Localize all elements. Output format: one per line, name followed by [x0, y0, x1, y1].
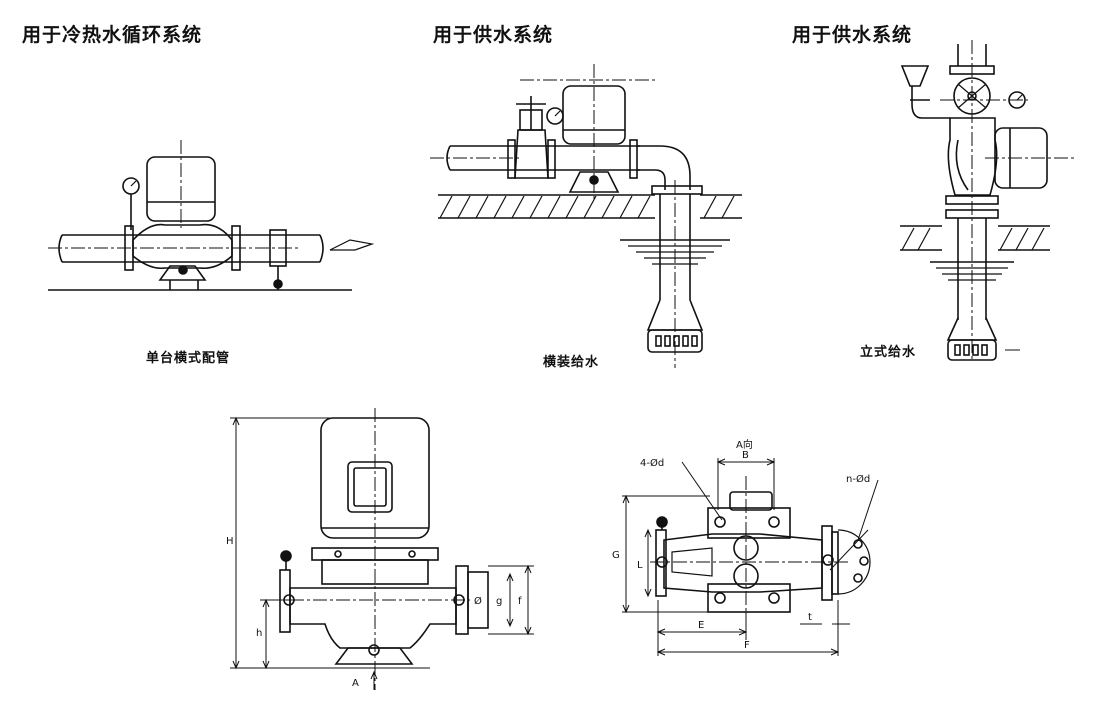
dim-label-bolt-holes-n: n-Ød: [846, 473, 870, 485]
figure-dimension-top: [622, 458, 879, 656]
dim-label-g: g: [496, 596, 502, 607]
dim-label-diameter: Ø: [474, 595, 482, 607]
dim-label-bolt-holes-4: 4-Ød: [640, 457, 664, 469]
heading-hot-cold-loop: 用于冷热水循环系统: [22, 24, 203, 46]
heading-water-supply-2: 用于供水系统: [792, 24, 913, 46]
figure-dimension-front: [230, 408, 534, 690]
dim-label-F: F: [744, 640, 750, 651]
dim-label-t: t: [808, 612, 812, 623]
figure-vertical-water-supply: [900, 40, 1075, 361]
dim-label-f: f: [518, 596, 522, 607]
dim-label-E: E: [698, 620, 704, 631]
dim-label-G: G: [612, 550, 620, 561]
dim-label-A-direction: A向: [736, 438, 753, 451]
dim-label-A-arrow: A: [352, 678, 359, 689]
figure-single-horizontal-piping: [48, 140, 375, 291]
dim-label-L: L: [637, 560, 643, 571]
caption-vertical-supply: 立式给水: [860, 345, 917, 360]
caption-single-horizontal: 单台横式配管: [146, 351, 231, 366]
heading-water-supply-1: 用于供水系统: [433, 24, 554, 46]
caption-horizontal-supply: 横装给水: [543, 355, 600, 370]
dim-label-B: B: [742, 450, 749, 461]
dim-label-h: h: [256, 628, 262, 639]
figure-horizontal-water-supply: [430, 64, 742, 368]
dim-label-H: H: [226, 536, 234, 547]
